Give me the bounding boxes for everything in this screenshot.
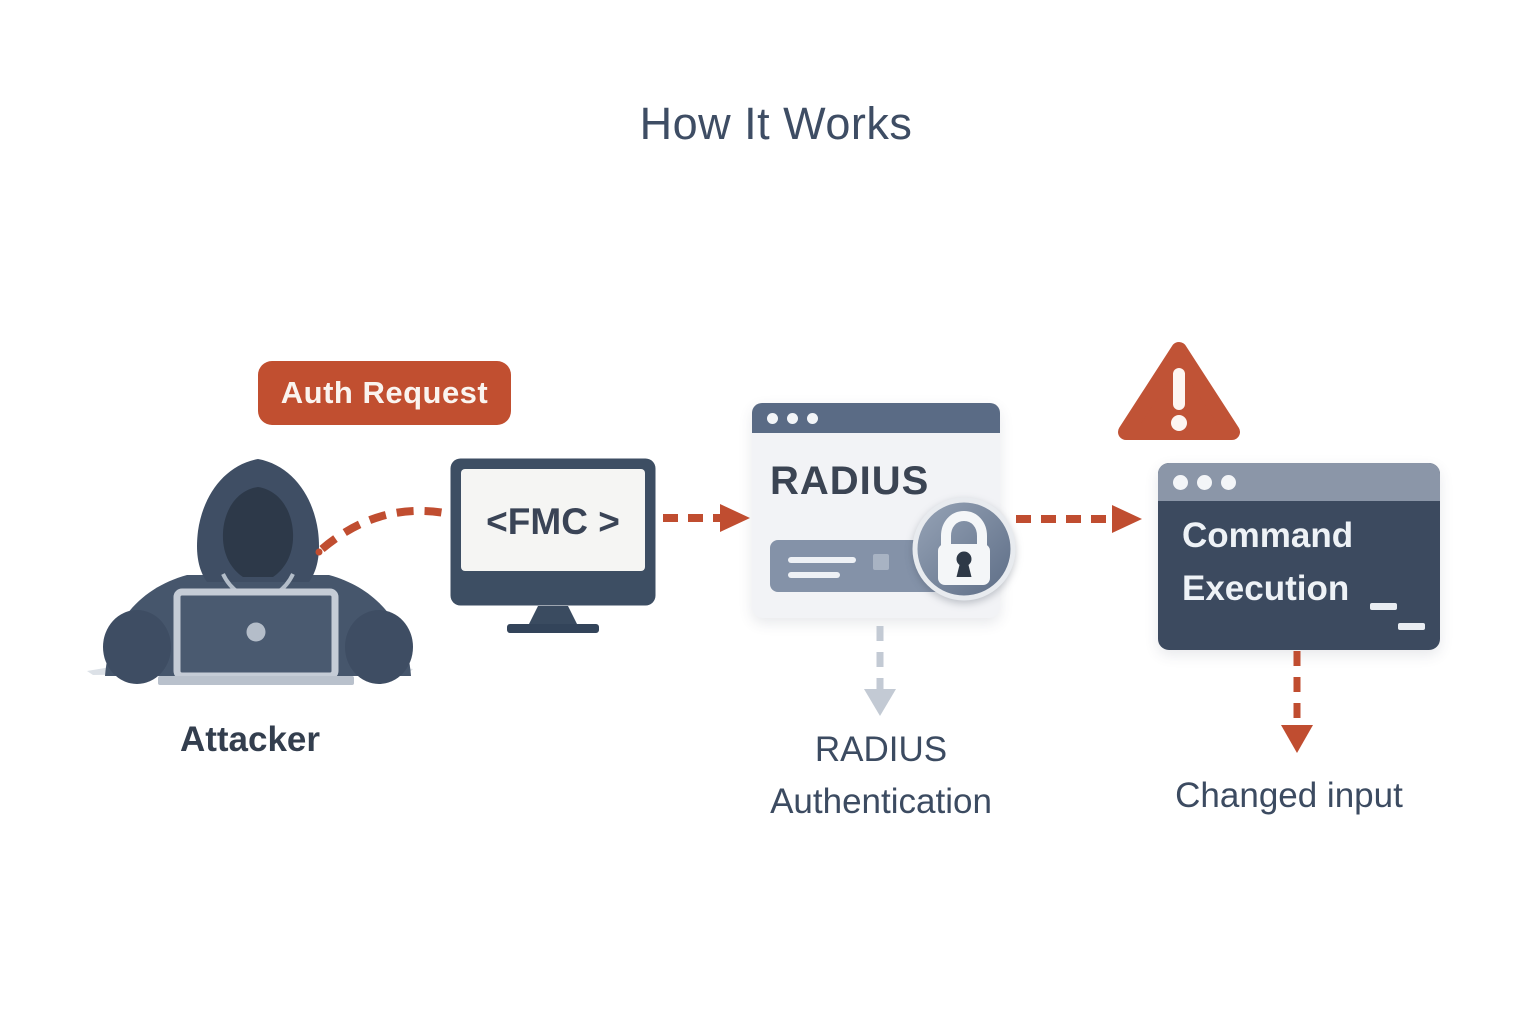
radius-authentication-line1: RADIUS [814, 730, 948, 769]
attacker-label: Attacker [179, 720, 321, 759]
command-window-line1: Command [1182, 516, 1354, 555]
lock-icon [912, 497, 1016, 601]
command-window-titlebar [1158, 463, 1440, 501]
command-window-line2: Execution [1182, 569, 1350, 608]
radius-window-titlebar [752, 403, 1000, 433]
changed-input-label: Changed input [1175, 776, 1403, 815]
warning-triangle-icon [1118, 342, 1240, 440]
radius-server-window: RADIUS [752, 403, 1016, 618]
radius-window-title: RADIUS [770, 459, 930, 503]
fmc-screen-text: <FMC > [486, 501, 620, 542]
terminal-body: Command Execution [1158, 501, 1440, 615]
page-title: How It Works [639, 98, 913, 149]
window-dots-icon [1173, 474, 1236, 490]
hooded-attacker-icon [87, 459, 413, 685]
command-execution-window: Command Execution [1158, 463, 1440, 650]
window-dots-icon [767, 412, 818, 424]
radius-authentication-line2: Authentication [770, 782, 992, 821]
auth-request-badge: Auth Request [258, 361, 511, 425]
auth-request-label: Auth Request [280, 375, 489, 410]
radius-authentication-label: RADIUS Authentication [681, 724, 1081, 828]
fmc-monitor-icon: <FMC > [450, 458, 656, 633]
